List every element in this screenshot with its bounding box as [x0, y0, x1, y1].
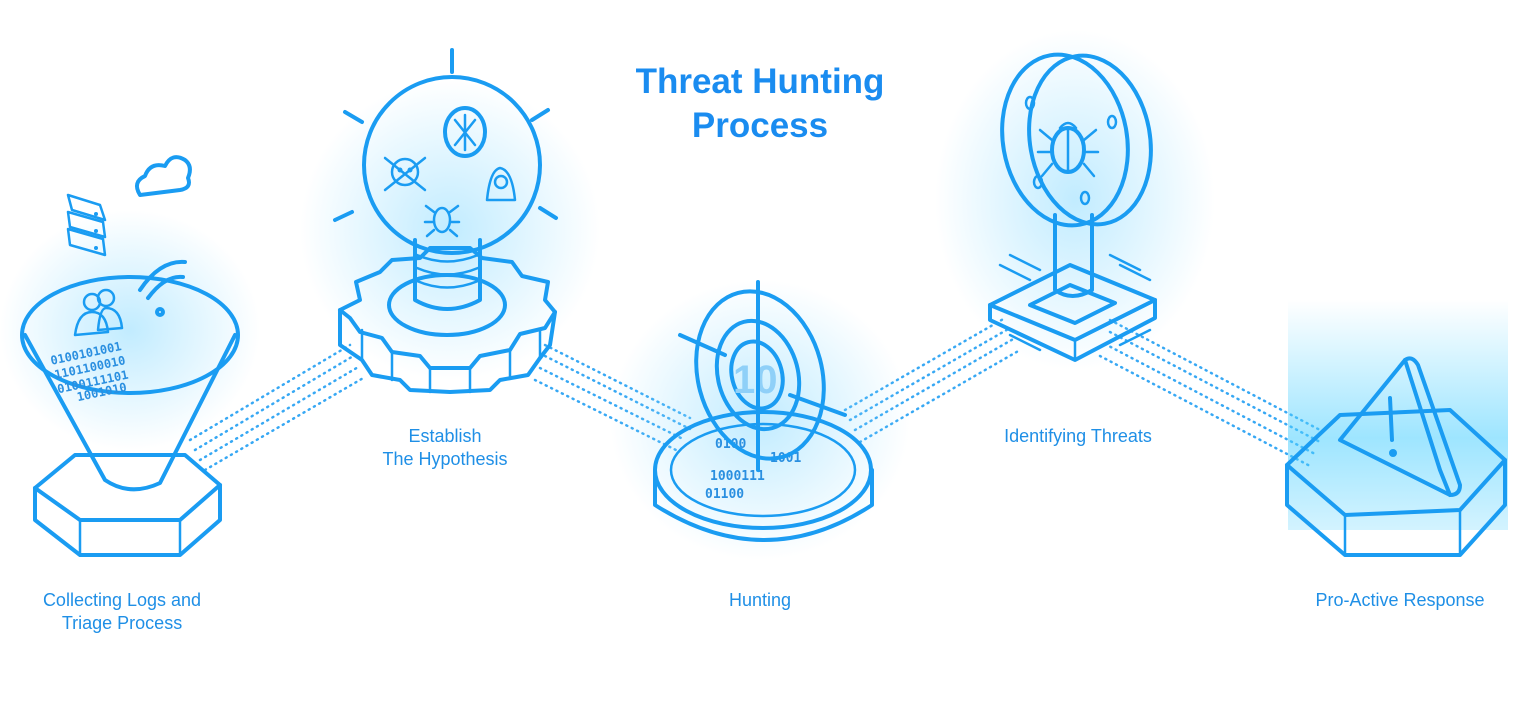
hacker-icon — [485, 166, 517, 202]
step-label-line: Hunting — [728, 590, 792, 610]
target-number: 10 — [733, 358, 778, 402]
warning-icon — [1285, 300, 1508, 557]
server-icon — [66, 193, 107, 257]
step-label-establish-hypothesis: Establish The Hypothesis — [345, 425, 545, 471]
step-label-identifying-threats: Identifying Threats — [978, 425, 1178, 448]
step-label-line: Pro-Active Response — [1315, 590, 1485, 610]
coin-binary-2: 1001 — [770, 451, 801, 466]
step-label-line: Collecting Logs and — [42, 590, 202, 610]
bug-icon-small — [1024, 95, 1118, 206]
bug-icon-large — [1036, 121, 1100, 178]
step-label-line: Identifying Threats — [1004, 426, 1152, 446]
cloud-icon — [134, 155, 192, 197]
bug-icon — [423, 204, 461, 238]
coin-binary-3: 1000111 — [710, 469, 765, 484]
step-label-collecting-logs: Collecting Logs and Triage Process — [22, 589, 222, 635]
lightbulb-gear-icon — [300, 48, 600, 394]
step-label-proactive-response: Pro-Active Response — [1296, 589, 1504, 612]
step-label-line: The Hypothesis — [382, 449, 508, 469]
wifi-icon — [138, 259, 187, 317]
users-icon — [73, 288, 124, 337]
funnel-icon: 0100101001 1101100010 0100111101 1001010 — [0, 155, 260, 557]
step-label-hunting: Hunting — [660, 589, 860, 612]
step-label-line: Triage Process — [61, 613, 183, 633]
step-label-line: Establish — [408, 426, 482, 446]
target-icon: 0100 1001 1000111 01100 10 — [610, 280, 910, 560]
title-line-2: Process — [691, 106, 829, 145]
page-title: Threat Hunting Process — [560, 60, 960, 148]
title-line-1: Threat Hunting — [635, 62, 885, 101]
bug-sign-icon — [935, 30, 1215, 370]
skull-icon — [383, 156, 427, 192]
coin-binary-4: 01100 — [705, 487, 744, 502]
